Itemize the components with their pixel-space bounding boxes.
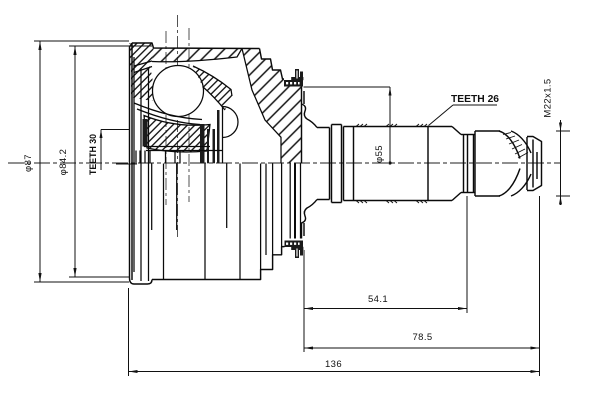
svg-text:78.5: 78.5 <box>412 332 432 343</box>
svg-text:54.1: 54.1 <box>368 294 388 305</box>
svg-text:φ84.2: φ84.2 <box>58 149 69 176</box>
svg-text:φ55: φ55 <box>374 145 385 163</box>
svg-text:TEETH 30: TEETH 30 <box>88 134 98 175</box>
svg-text:φ87: φ87 <box>23 154 34 172</box>
svg-text:M22x1.5: M22x1.5 <box>543 78 554 117</box>
svg-text:136: 136 <box>325 359 342 370</box>
svg-text:TEETH 26: TEETH 26 <box>451 94 499 105</box>
